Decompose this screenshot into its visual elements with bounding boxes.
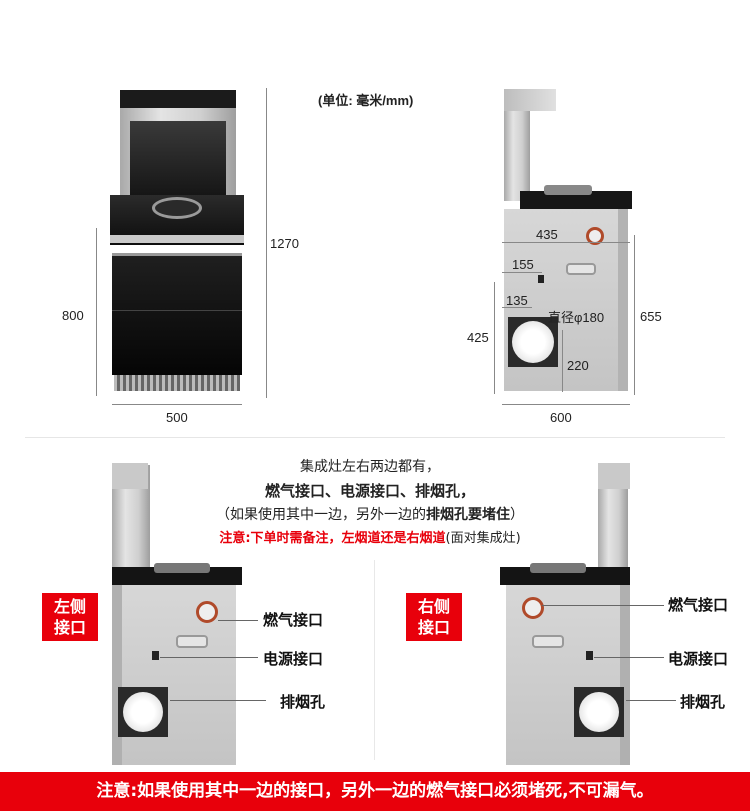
side-power-port-icon bbox=[538, 275, 544, 283]
right-gas-label: 燃气接口 bbox=[668, 596, 729, 614]
right-chimney-top bbox=[598, 463, 630, 489]
footer-warning: 注意:如果使用其中一边的接口，另外一边的燃气接口必须堵死,不可漏气。 bbox=[0, 772, 750, 811]
left-badge-line2: 接口 bbox=[53, 618, 86, 637]
right-badge: 右侧 接口 bbox=[406, 593, 462, 641]
height-total-line bbox=[266, 88, 267, 398]
cabinet-divider bbox=[112, 310, 242, 311]
side-burner-icon bbox=[544, 185, 592, 195]
left-gas-port-icon bbox=[196, 601, 218, 623]
left-chimney-top bbox=[112, 463, 148, 489]
explanation-line1: 集成灶左右两边都有， bbox=[300, 459, 440, 475]
side-handle-slot bbox=[566, 263, 596, 275]
right-power-port-icon bbox=[586, 651, 593, 660]
side-gas-port-icon bbox=[586, 227, 604, 245]
side-chimney-top bbox=[504, 89, 556, 111]
offset-flue-label: 135 bbox=[506, 293, 528, 308]
right-badge-line2: 接口 bbox=[417, 618, 450, 637]
explanation-line4-a: 注意:下单时需备注，左烟道还是右烟道 bbox=[219, 531, 446, 546]
right-gas-leader bbox=[542, 605, 664, 606]
right-power-leader bbox=[594, 657, 664, 658]
control-strip bbox=[110, 235, 244, 243]
left-gas-label: 燃气接口 bbox=[263, 611, 324, 629]
flue-to-bottom-label: 220 bbox=[567, 358, 589, 373]
left-panel: 左侧 接口 燃气接口 电源接口 排烟孔 bbox=[0, 455, 360, 770]
left-burner-icon bbox=[154, 563, 210, 573]
burner-icon bbox=[152, 197, 202, 219]
explanation-line4: 注意:下单时需备注，左烟道还是右烟道(面对集成灶) bbox=[170, 527, 570, 551]
left-power-label: 电源接口 bbox=[263, 650, 324, 668]
offset-power-line bbox=[502, 272, 542, 273]
right-flue-label: 排烟孔 bbox=[680, 693, 726, 711]
depth-top-label: 435 bbox=[536, 227, 558, 242]
left-flue-label: 排烟孔 bbox=[280, 693, 326, 711]
side-flue-icon bbox=[508, 317, 558, 367]
right-panel: 右侧 接口 燃气接口 电源接口 排烟孔 bbox=[380, 455, 750, 770]
width-label: 500 bbox=[166, 410, 188, 425]
explanation-line2: 燃气接口、电源接口、排烟孔， bbox=[264, 482, 475, 500]
cabinet-height-line bbox=[634, 235, 635, 395]
depth-total-label: 600 bbox=[550, 410, 572, 425]
left-gas-leader bbox=[218, 620, 258, 621]
offset-power-label: 155 bbox=[512, 257, 534, 272]
panel-divider bbox=[374, 560, 375, 760]
front-view bbox=[100, 85, 300, 415]
cabinet-front bbox=[112, 253, 242, 375]
section-divider bbox=[25, 437, 725, 438]
side-cooktop bbox=[520, 191, 632, 209]
hood-glass bbox=[130, 121, 226, 197]
flue-height-label: 425 bbox=[467, 330, 489, 345]
height-total-label: 1270 bbox=[270, 236, 299, 251]
right-flue-leader bbox=[626, 700, 676, 701]
explanation-line3: （如果使用其中一边，另外一边的排烟孔要堵住） bbox=[170, 503, 570, 527]
explanation-block: 集成灶左右两边都有， 燃气接口、电源接口、排烟孔， （如果使用其中一边，另外一边… bbox=[170, 455, 570, 551]
right-flue-icon bbox=[574, 687, 624, 737]
height-cabinet-line bbox=[96, 228, 97, 396]
left-flue-icon bbox=[118, 687, 168, 737]
side-view bbox=[490, 85, 640, 405]
right-gas-port-icon bbox=[522, 597, 544, 619]
left-power-port-icon bbox=[152, 651, 159, 660]
depth-total-line bbox=[502, 404, 630, 405]
flue-height-line bbox=[494, 282, 495, 394]
height-cabinet-label: 800 bbox=[62, 308, 84, 323]
right-power-label: 电源接口 bbox=[668, 650, 729, 668]
right-handle-slot bbox=[532, 635, 564, 648]
explanation-line4-b: (面对集成灶) bbox=[445, 531, 521, 546]
flue-to-bottom-line bbox=[562, 330, 563, 392]
offset-flue-line bbox=[502, 307, 532, 308]
width-line bbox=[112, 404, 242, 405]
left-badge-line1: 左侧 bbox=[53, 597, 86, 616]
explanation-line3-a: （如果使用其中一边，另外一边的 bbox=[216, 507, 426, 523]
flue-diameter-label: 直径φ180 bbox=[548, 310, 605, 325]
right-burner-icon bbox=[530, 563, 586, 573]
left-flue-leader bbox=[170, 700, 266, 701]
explanation-line3-b: 排烟孔要堵住 bbox=[426, 507, 510, 523]
unit-note: (单位: 毫米/mm) bbox=[318, 93, 414, 108]
explanation-line3-c: ） bbox=[510, 507, 524, 523]
cabinet-height-label: 655 bbox=[640, 309, 662, 324]
left-power-leader bbox=[160, 657, 258, 658]
base-grille bbox=[114, 375, 240, 391]
hood-top bbox=[120, 90, 236, 108]
left-badge: 左侧 接口 bbox=[42, 593, 98, 641]
right-badge-line1: 右侧 bbox=[417, 597, 450, 616]
depth-top-line bbox=[502, 242, 630, 243]
left-handle-slot bbox=[176, 635, 208, 648]
